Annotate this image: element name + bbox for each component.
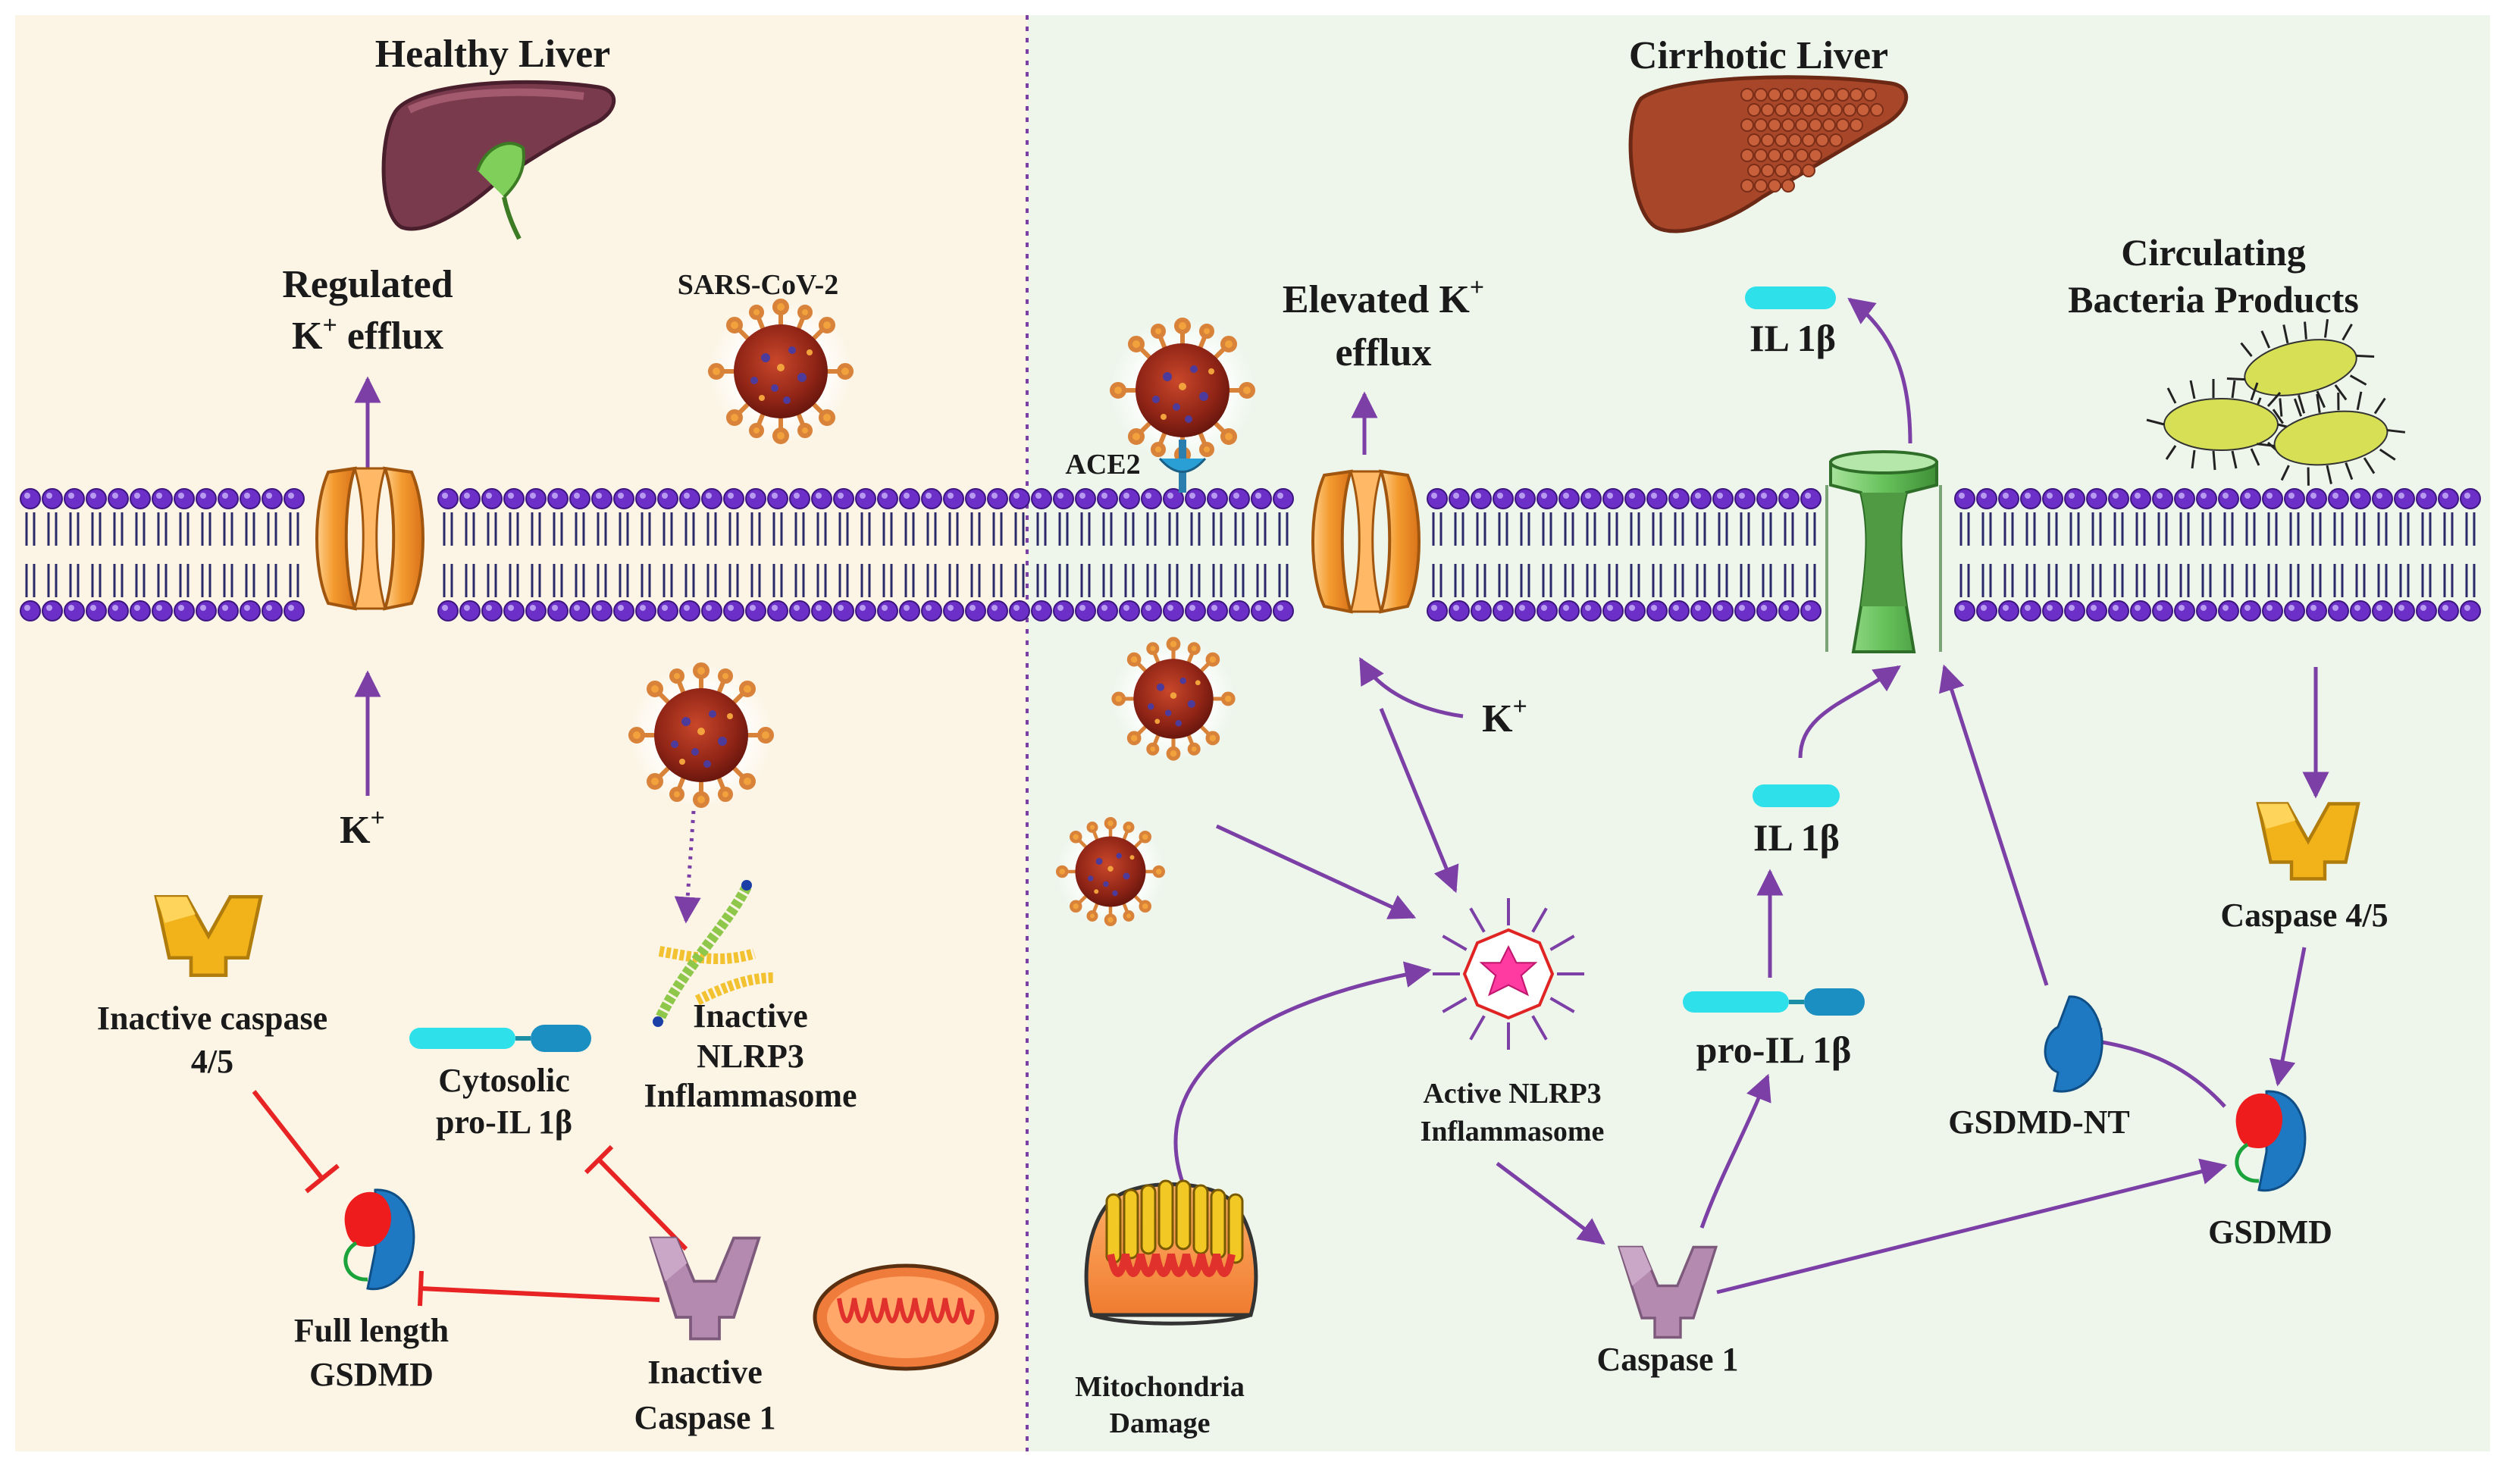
il1b-mid-icon [1753,784,1840,807]
gsdmd-nt-label: GSDMD-NT [1948,1104,2130,1141]
active-nlrp3-label-line1: Active NLRP3 [1423,1078,1601,1110]
regulated-label-line2: K+ efflux [292,312,443,358]
caspase1-to-gsdmd-arrow [1716,1158,2228,1295]
il1b-top-icon [1745,286,1836,309]
cytosolic-label-line1: Cytosolic [438,1062,570,1099]
pro-il1b-icon [1683,988,1865,1016]
il1b-release-arrow [1847,297,1912,444]
mitochondria-damage-label-line1: Mitochondria [1075,1371,1245,1403]
k-influx-arrow-cirrhotic [1358,656,1464,719]
liver-icon [381,80,616,240]
circulating-label-line2: Bacteria Products [2068,278,2359,321]
k-channel-healthy [315,466,424,611]
full-length-gsdmd-label-line1: Full length [294,1312,449,1349]
ace2-label: ACE2 [1065,449,1140,481]
caspase-4-5-label: Caspase 4/5 [2220,897,2388,934]
virus-icon [1057,818,1165,926]
virus-icon [629,663,773,807]
inactive-caspase-1-label-line1: Inactive [647,1354,763,1391]
caspase-1-label: Caspase 1 [1596,1341,1738,1378]
il1b-channel [1825,450,1942,653]
healthy-title: Healthy Liver [375,33,611,76]
inflammasome-to-caspase1-arrow [1496,1162,1605,1245]
gsdmd-label: GSDMD [2208,1213,2332,1251]
elevated-label-line1: Elevated K+ [1283,274,1484,321]
healthy-panel [15,15,1027,1451]
k-to-inflammasome-arrow [1379,708,1459,894]
inhibition-lines [252,1090,688,1307]
mito-to-inflammasome-arrow [1173,961,1432,1183]
ace2-receptor-icon [1158,440,1207,493]
virus-icon [1112,637,1235,760]
gsdmd-nt-to-pore-arrow [1938,664,2049,986]
mitochondria-damage-label-line2: Damage [1110,1407,1211,1439]
il1b-mid-label: IL 1β [1753,816,1840,859]
full-length-gsdmd-label-line2: GSDMD [309,1356,434,1393]
k-label-cirrhotic: K+ [1482,693,1527,740]
inactive-nlrp3-label-line2: NLRP3 [697,1038,804,1075]
cirrhotic-liver-icon [1628,75,1909,233]
k-channel-cirrhotic [1311,469,1421,614]
cirrhotic-panel [1027,15,2490,1451]
elevated-label-line2: efflux [1335,331,1431,374]
cytosolic-label-line2: pro-IL 1β [436,1104,572,1141]
circulating-label-line1: Circulating [2121,231,2306,274]
mitochondria-icon [813,1263,999,1371]
virus-to-nlrp3-arrow [674,810,701,924]
inactive-nlrp3-label-line3: Inflammasome [644,1077,857,1114]
il1b-to-pore-arrow [1798,665,1901,759]
caspase45-to-gsdmd-arrow [2269,947,2307,1087]
active-nlrp3-label-line2: Inflammasome [1421,1116,1605,1147]
cirrhotic-title: Cirrhotic Liver [1629,34,1888,77]
inactive-nlrp3-label-line1: Inactive [693,997,808,1035]
inactive-nlrp3-icon [653,880,774,1027]
virus-to-inflammasome-arrow [1215,824,1417,919]
il1b-top-label: IL 1β [1750,317,1836,359]
inflammasome-icon [1433,898,1584,1050]
virus-icon [709,299,853,443]
mitochondria-damage-icon [1084,1179,1258,1326]
cell-membrane [20,488,2481,621]
pro-il1b-label: pro-IL 1β [1696,1028,1852,1071]
inactive-caspase-4-5-label-line2: 4/5 [191,1043,233,1080]
regulated-label-line1: Regulated [282,263,453,306]
caspase1-to-pro-il1b-arrow [1699,1073,1771,1229]
sars-cov-2-label: SARS-CoV-2 [678,269,839,301]
k-label-healthy: K+ [340,804,385,852]
pro-il1b-icon [409,1025,591,1052]
inactive-caspase-4-5-label-line1: Inactive caspase [97,1000,327,1037]
inactive-caspase-1-label-line2: Caspase 1 [634,1399,775,1436]
